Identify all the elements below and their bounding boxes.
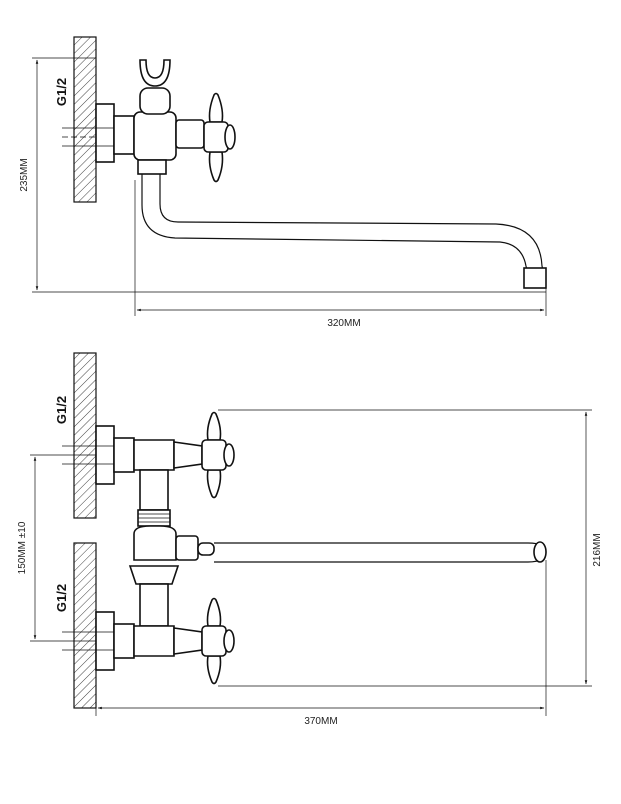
spout-aerator — [523, 267, 547, 289]
mixer-body — [133, 111, 177, 161]
thread-label-lower: G1/2 — [54, 584, 69, 612]
vertical-body — [139, 469, 169, 511]
lower-handle-stem — [173, 627, 203, 655]
wall-flange-upper — [95, 425, 115, 485]
shower-holder-front — [128, 565, 180, 585]
spout-end — [533, 541, 547, 563]
thread-label: G1/2 — [54, 78, 69, 106]
eccentric-nut — [113, 115, 135, 155]
top-side-view: 235MM G1/2 320MM — [19, 36, 547, 329]
wall-flange-lower — [95, 611, 115, 671]
wall-flange — [95, 103, 115, 163]
eccentric-nut-upper — [113, 437, 135, 473]
lower-vertical-body — [139, 583, 169, 627]
height-dimension-label-front: 216MM — [592, 533, 603, 566]
bottom-front-view: G1/2 G1/2 150MM ±10 216MM 370MM — [17, 352, 603, 727]
wall-hatch — [73, 36, 97, 203]
diverter-body — [133, 525, 177, 561]
eccentric-nut-lower — [113, 623, 135, 659]
spout-nut — [137, 159, 167, 175]
spout-front — [214, 542, 547, 563]
diverter-base — [139, 87, 171, 115]
thread-label-upper: G1/2 — [54, 396, 69, 424]
cross-handle-upper — [201, 411, 235, 499]
center-distance-label: 150MM ±10 — [17, 521, 28, 574]
spout-dimension-label-front: 370MM — [304, 716, 337, 727]
height-dimension-label: 235MM — [19, 158, 30, 191]
upper-valve-body — [133, 439, 175, 471]
diverter-knob-base — [175, 535, 199, 561]
wall-hatch-upper — [73, 352, 97, 519]
cross-handle-top — [203, 92, 236, 183]
shower-holder — [139, 59, 171, 87]
handle-stem — [175, 119, 205, 149]
lower-valve-body — [133, 625, 175, 657]
spout-dimension-label: 320MM — [327, 318, 360, 329]
spout — [141, 174, 544, 271]
upper-handle-stem — [173, 441, 203, 469]
diverter-knob — [197, 542, 215, 556]
cross-handle-lower — [201, 597, 235, 685]
wall-hatch-lower — [73, 542, 97, 709]
